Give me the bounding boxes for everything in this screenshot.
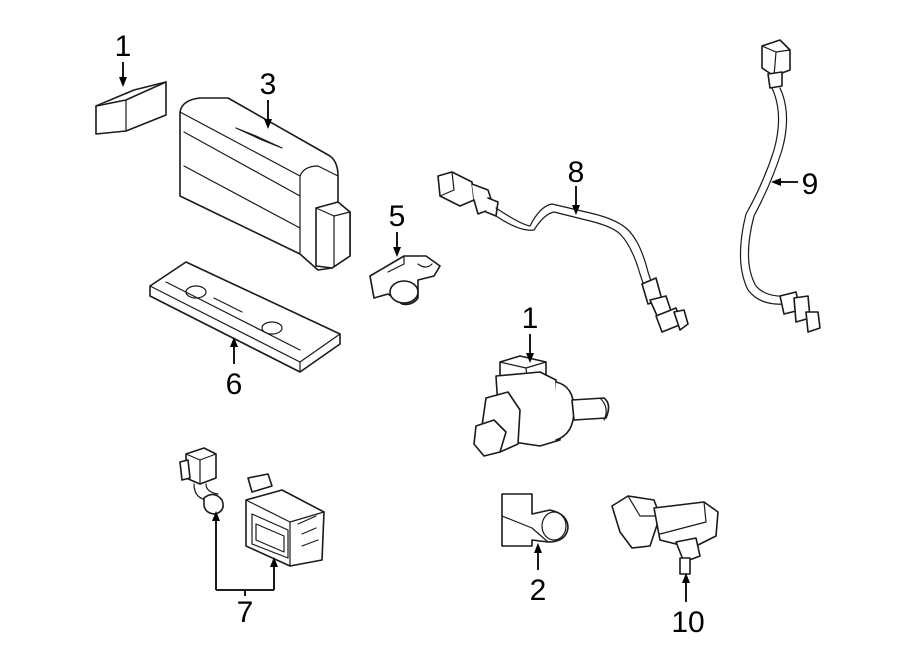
part-7-harness-connector <box>179 447 224 515</box>
callout-9-label: 9 <box>802 168 819 201</box>
callout-10-label: 10 <box>671 606 704 639</box>
part-5-clip <box>369 255 441 306</box>
callout-7: 7 <box>212 511 278 629</box>
callout-1-label: 1 <box>522 302 539 335</box>
part-6-bracket <box>149 261 341 373</box>
callout-4-label: 1 <box>115 30 132 63</box>
callout-8-label: 8 <box>568 156 585 189</box>
part-3-control-module <box>179 97 351 271</box>
part-2-sensor <box>501 493 569 547</box>
callout-6: 6 <box>226 337 243 401</box>
callout-5-label: 5 <box>389 200 406 233</box>
part-1-valve <box>473 355 610 457</box>
callout-8: 8 <box>568 156 585 215</box>
callout-3-label: 3 <box>260 68 277 101</box>
part-4-block <box>95 81 167 135</box>
callout-4: 1 <box>115 30 132 87</box>
part-10-map-sensor <box>611 495 719 575</box>
callout-2-label: 2 <box>530 574 547 607</box>
callout-6-label: 6 <box>226 368 243 401</box>
part-9-oxygen-sensor <box>739 39 821 333</box>
callout-1: 1 <box>522 302 539 363</box>
part-7-module-box <box>245 473 325 567</box>
part-8-oxygen-sensor <box>437 171 689 333</box>
callout-9: 9 <box>771 168 819 201</box>
callout-7-label: 7 <box>237 596 254 629</box>
callout-2: 2 <box>530 543 547 607</box>
callout-5: 5 <box>389 200 406 257</box>
callout-10: 10 <box>671 573 705 639</box>
callout-3: 3 <box>260 68 277 129</box>
